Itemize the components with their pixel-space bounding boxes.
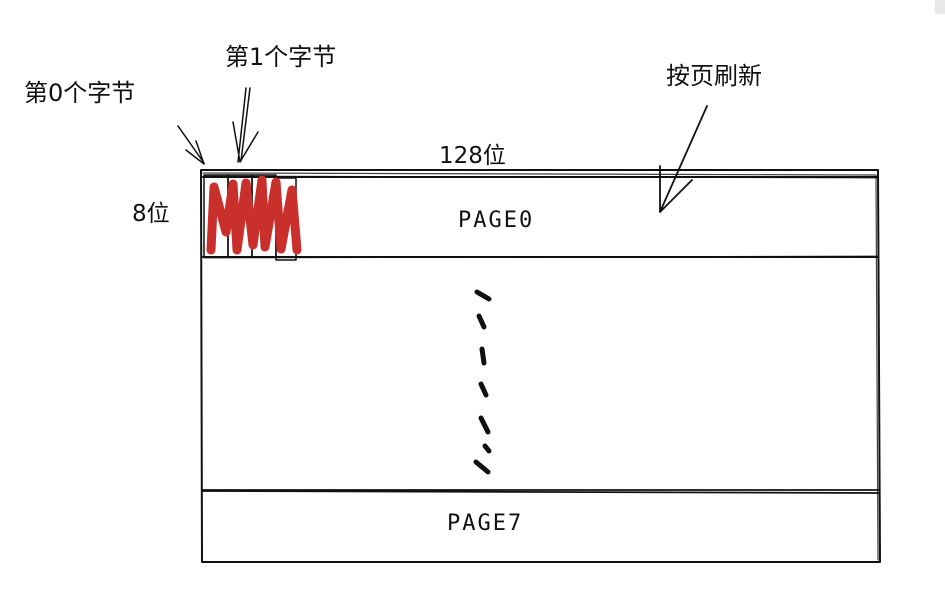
ellipsis-dash-6	[482, 443, 492, 454]
ellipsis-dash-2	[476, 313, 487, 330]
byte1-label: 第1个字节	[225, 43, 336, 71]
page0-row	[202, 176, 879, 258]
display-outline-sketch	[202, 172, 879, 561]
page7-label: PAGE7	[447, 511, 523, 536]
highlight-scribble	[206, 175, 302, 255]
page0-row-sketch	[203, 175, 878, 259]
byte1-arrow	[232, 87, 259, 163]
refresh-label: 按页刷新	[666, 62, 762, 90]
ellipsis-dash-7	[473, 459, 491, 475]
ellipsis-dash-5	[478, 415, 491, 435]
byte0-label: 第0个字节	[24, 79, 135, 107]
ellipsis-dash-1	[474, 289, 492, 302]
width-bits-label: 128位	[439, 143, 506, 169]
page7-row	[201, 489, 880, 494]
ellipsis-dash-3	[479, 346, 487, 366]
height-bits-label: 8位	[132, 201, 170, 227]
window-corner-tab	[935, 0, 945, 14]
page0-label: PAGE0	[458, 208, 534, 233]
refresh-arrow	[659, 105, 708, 213]
ellipsis-dash-4	[478, 381, 489, 398]
byte0-arrow	[177, 125, 205, 165]
display-outline	[200, 169, 881, 563]
